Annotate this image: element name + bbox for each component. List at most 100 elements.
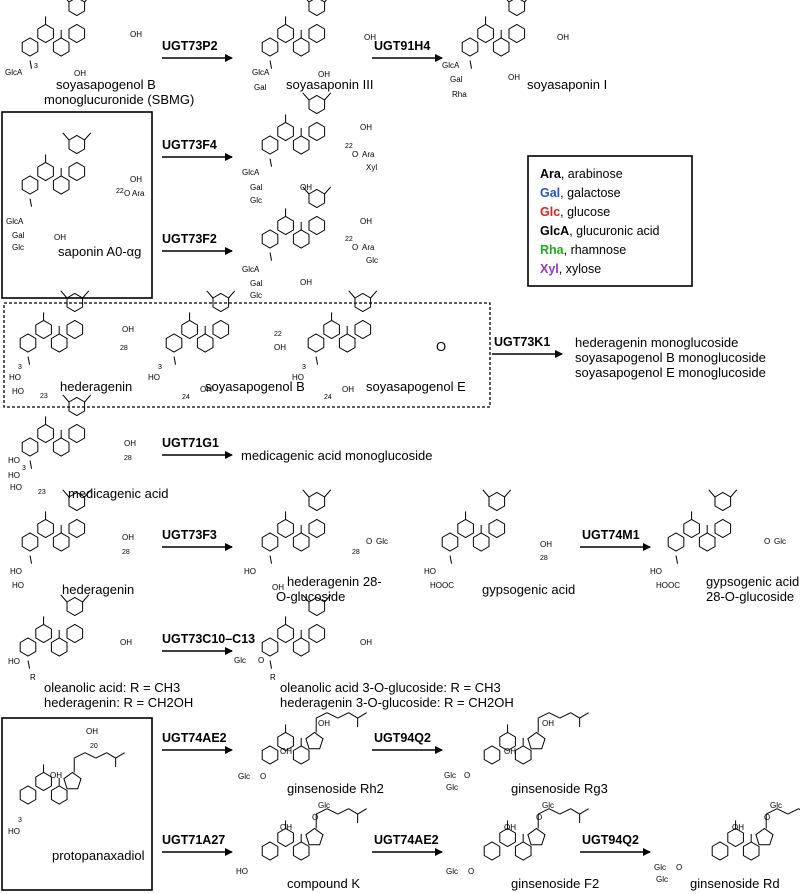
legend-box	[527, 155, 693, 287]
methyl-bond	[82, 290, 90, 299]
enzyme-ugt73f4: UGT73F4	[162, 138, 217, 152]
methyl-bond	[84, 0, 87, 3]
enzyme-ugt71a27: UGT71A27	[162, 833, 225, 847]
triterpene-ring	[308, 623, 326, 644]
methyl-bond	[29, 198, 33, 207]
legend-rha: Rha, rhamnose	[540, 243, 626, 257]
triterpene-ring	[488, 518, 506, 539]
atom-ho: HO	[12, 581, 24, 590]
triterpene-ring	[66, 292, 84, 313]
compound-soyasapogenol-b: soyasapogenol B	[205, 379, 305, 394]
side-chain-bond	[348, 712, 358, 719]
methyl-bond	[228, 290, 236, 299]
methyl-bond	[315, 356, 319, 365]
atom-o: O	[676, 863, 682, 872]
atom-ho: HO	[244, 567, 256, 576]
compound-oleanolic-acid: oleanolic acid: R = CH3	[44, 680, 180, 695]
product-oleanolic-3-glucoside: oleanolic acid 3-O-glucoside: R = CH3	[280, 680, 501, 695]
triterpene-ring	[508, 0, 526, 17]
enzyme-ugt94q2-b: UGT94Q2	[582, 833, 639, 847]
atom-oh: OH	[360, 217, 372, 226]
triterpene-ring	[308, 23, 326, 44]
triterpene-ring	[37, 518, 54, 539]
methyl-bond	[324, 92, 332, 101]
triterpene-ring	[52, 175, 70, 195]
compound-soyasaponin-i: soyasaponin I	[527, 77, 607, 92]
atom-oh: OH	[360, 638, 372, 647]
atom-oh: OH	[504, 747, 516, 756]
compound-medicagenic-acid: medicagenic acid	[68, 486, 168, 501]
atom-o-ara: O	[352, 150, 358, 159]
triterpene-ring	[277, 23, 294, 44]
atom-ho: HO	[9, 373, 21, 382]
atom-glc: Glc	[656, 875, 668, 884]
atom-n22: 22	[116, 188, 124, 195]
triterpene-ring	[21, 532, 39, 552]
atom-ho: HO	[650, 567, 662, 576]
atom-gal: Gal	[450, 75, 463, 84]
dammarane-ring-d	[305, 827, 324, 846]
compound-soyasaponin-iii: soyasaponin III	[286, 77, 373, 92]
methyl-bond	[29, 555, 33, 564]
atom-oh: OH	[300, 183, 312, 192]
dammarane-ring-d	[63, 771, 82, 790]
triterpene-ring	[292, 637, 310, 657]
atom-oh: OH	[318, 70, 330, 79]
atom-ho: HO	[424, 567, 436, 576]
triterpene-ring	[308, 94, 326, 115]
atom-glc: Glc	[376, 537, 388, 546]
atom-glc: Glc	[12, 243, 24, 252]
methyl-bond	[173, 356, 177, 365]
atom-n3: 3	[18, 817, 22, 824]
atom-labels: GlcA 3 OH OH GlcA Gal OH OH GlcA Gal Rha…	[5, 30, 786, 884]
triterpene-ring	[477, 23, 494, 44]
atom-oh: OH	[504, 823, 516, 832]
atom-oh: OH	[342, 385, 354, 394]
side-chain-bond	[548, 712, 561, 719]
atom-glca-o: GlcA	[5, 68, 23, 77]
ugt73k1-substrates-box	[3, 302, 491, 408]
methyl-bond	[302, 594, 310, 603]
methyl-bond	[306, 0, 310, 3]
triterpene-ring	[21, 37, 39, 57]
atom-oh: OH	[274, 343, 286, 352]
compound-protopanaxadiol: protopanaxadiol	[52, 848, 145, 863]
triterpene-ring	[354, 292, 372, 313]
compound-soyasapogenol-e: soyasapogenol E	[366, 379, 466, 394]
triterpene-ring	[308, 491, 326, 512]
methyl-bond	[84, 132, 92, 141]
triterpene-ring	[277, 518, 294, 539]
atom-ho: HO	[10, 483, 22, 492]
triterpene-ring	[508, 23, 526, 44]
atom-oh: OH	[318, 719, 330, 728]
triterpene-ring	[66, 319, 84, 340]
side-chain-bond	[357, 808, 367, 815]
methyl-bond	[302, 489, 310, 498]
atom-oh: OH	[540, 540, 552, 549]
triterpene-ring	[292, 229, 310, 249]
product-hederagenin-3-glucoside: hederagenin 3-O-glucoside: R = CH2OH	[280, 695, 514, 710]
atom-n23: 23	[38, 489, 46, 496]
atom-gal: Gal	[254, 83, 267, 92]
dammarane-ring	[261, 745, 279, 765]
methyl-bond	[269, 60, 273, 69]
atom-gal: Gal	[250, 183, 263, 192]
triterpene-ring	[68, 161, 86, 182]
triterpene-ring	[261, 37, 279, 57]
side-chain-bond	[316, 808, 328, 815]
atom-glca: GlcA	[442, 61, 460, 70]
triterpene-ring	[212, 319, 230, 340]
triterpene-ring	[683, 518, 700, 539]
atom-oh: OH	[122, 325, 134, 334]
product-hederagenin-monoglucoside: hederagenin monoglucoside	[575, 335, 738, 350]
atom-ho: HO	[8, 456, 20, 465]
triterpene-ring	[52, 37, 70, 57]
triterpene-ring	[667, 532, 685, 552]
atom-o: O	[258, 656, 264, 665]
product-medicagenic-acid-monoglucoside: medicagenic acid monoglucoside	[241, 448, 433, 463]
enzyme-ugt74m1: UGT74M1	[582, 528, 640, 542]
triterpene-ring	[323, 319, 340, 340]
compound-ginsenoside-rd: ginsenoside Rd	[690, 876, 780, 891]
atom-n22: 22	[274, 331, 282, 338]
triterpene-ring	[35, 623, 52, 644]
